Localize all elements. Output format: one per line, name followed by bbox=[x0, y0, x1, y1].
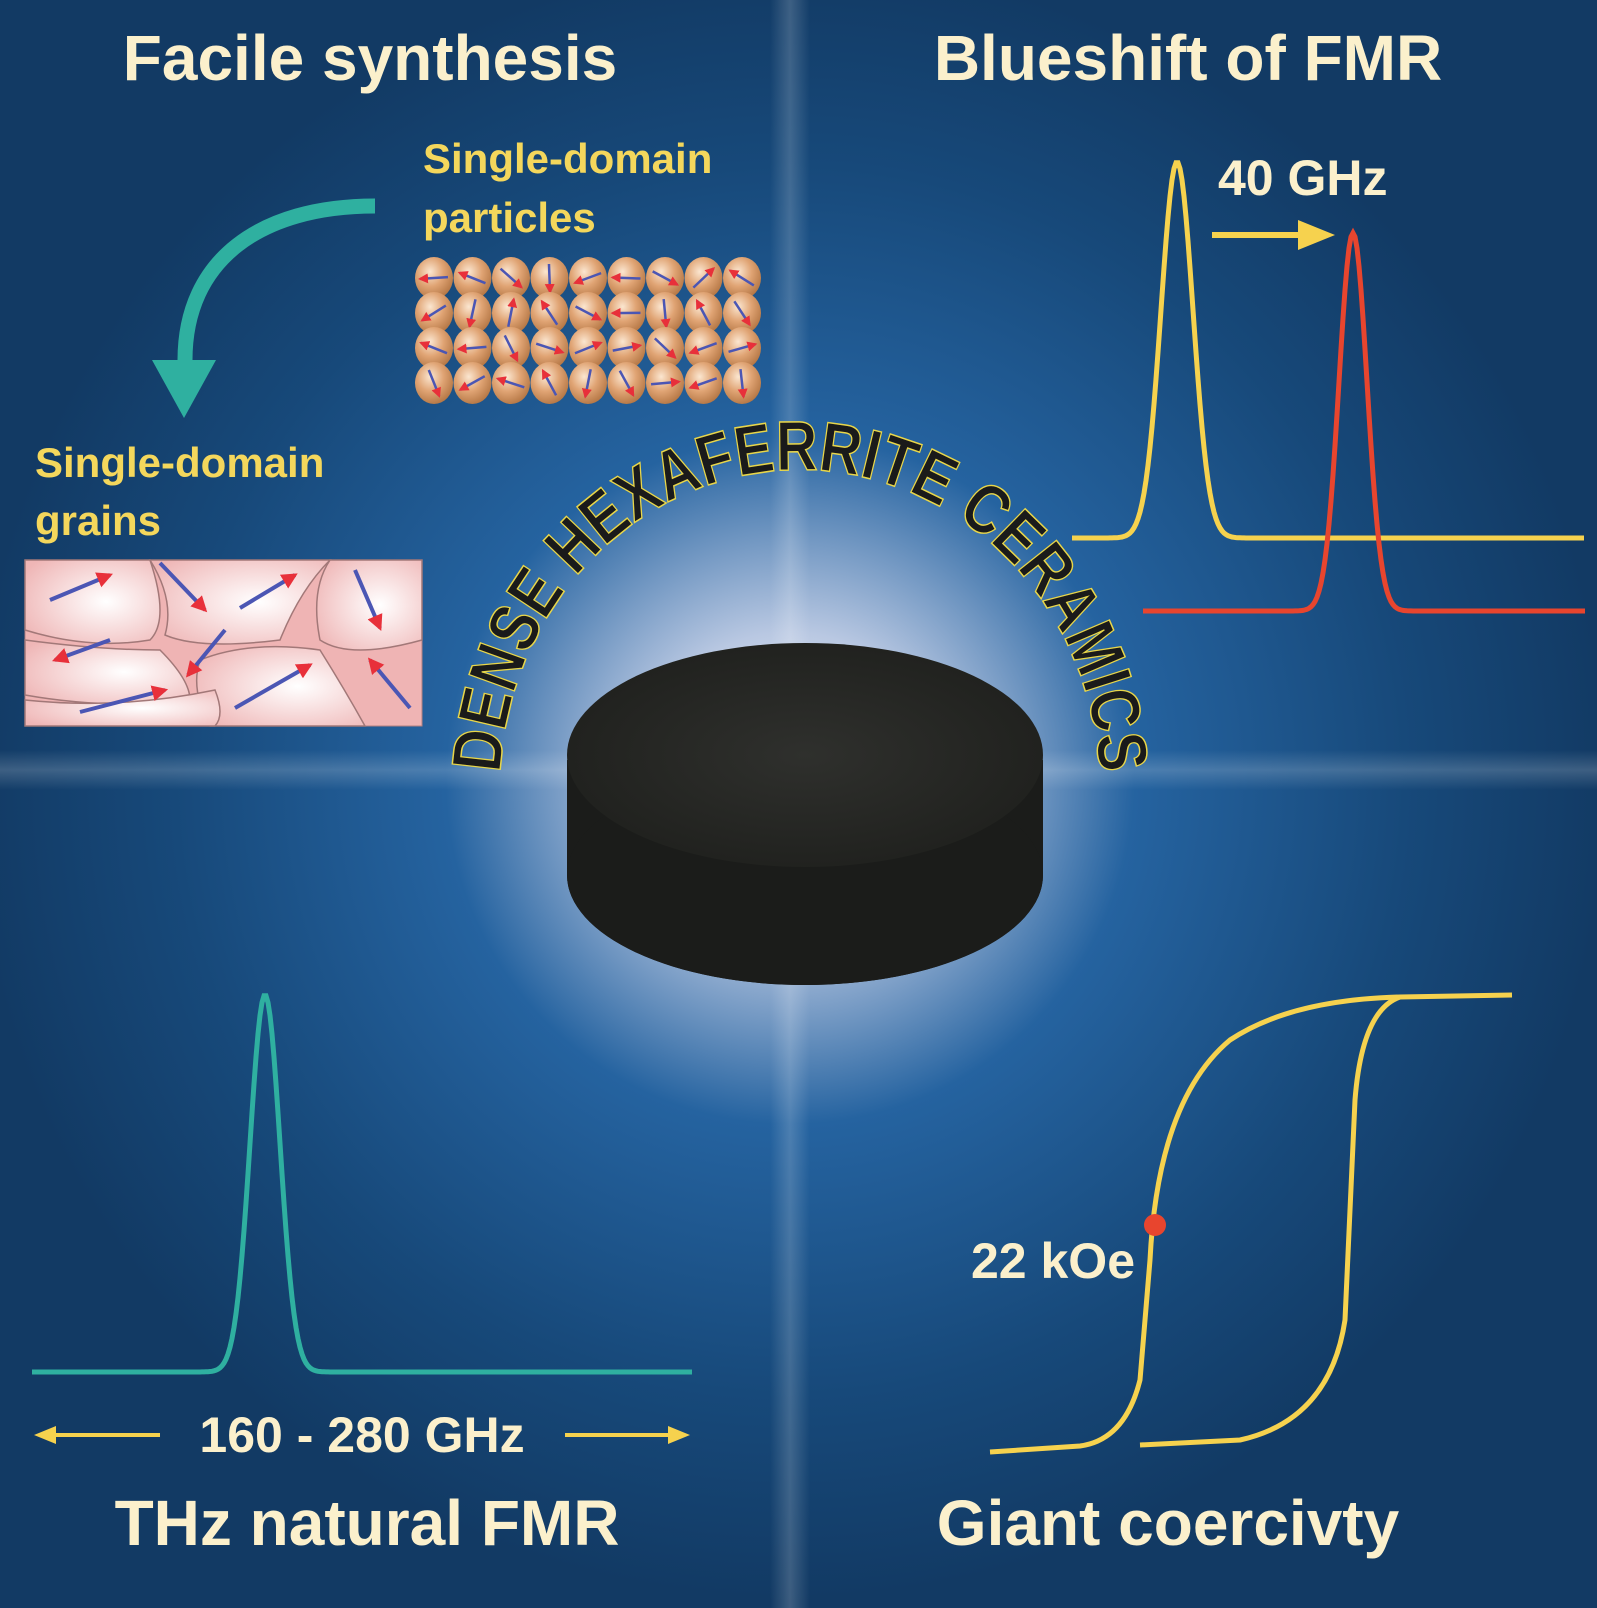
magnetization-arrow bbox=[457, 271, 486, 285]
magnetization-arrow bbox=[612, 341, 643, 352]
magnetization-arrow bbox=[573, 271, 602, 285]
fmr-peak-after bbox=[1143, 227, 1585, 614]
title-facile-synthesis: Facile synthesis bbox=[123, 22, 617, 94]
coercivity-value: 22 kOe bbox=[971, 1233, 1135, 1289]
magnetization-arrow bbox=[652, 270, 680, 286]
single-domain-particles bbox=[415, 257, 761, 404]
teal-process-arrow bbox=[152, 198, 376, 418]
magnetization-arrow bbox=[695, 298, 712, 326]
grains-label-line2: grains bbox=[35, 497, 161, 544]
magnetization-arrow bbox=[581, 369, 592, 399]
magnetization-arrow bbox=[653, 337, 677, 360]
thz-fmr-peak bbox=[32, 993, 692, 1375]
magnetization-arrow bbox=[650, 377, 681, 388]
shift-arrow bbox=[1212, 220, 1335, 250]
ceramic-disk bbox=[567, 643, 1043, 985]
particles-label-line2: particles bbox=[423, 194, 596, 241]
grains-label-line1: Single-domain bbox=[35, 439, 324, 486]
magnetization-arrow bbox=[466, 299, 477, 329]
single-domain-grains bbox=[24, 559, 423, 727]
magnetization-arrow bbox=[728, 269, 755, 287]
magnetization-arrow bbox=[418, 273, 449, 284]
magnetization-arrow bbox=[618, 370, 635, 398]
magnetization-arrow bbox=[499, 267, 523, 289]
magnetization-arrow bbox=[688, 342, 718, 355]
magnetization-arrow bbox=[419, 341, 448, 355]
hysteresis-loop bbox=[989, 992, 1513, 1455]
magnetization-arrow bbox=[535, 342, 565, 355]
magnetization-arrow bbox=[692, 266, 716, 289]
particles-label-line1: Single-domain bbox=[423, 135, 712, 182]
magnetization-arrow bbox=[507, 297, 518, 327]
magnetization-arrow bbox=[575, 305, 603, 321]
magnetization-arrow bbox=[660, 298, 671, 329]
magnetization-arrow bbox=[541, 368, 558, 396]
magnetization-arrow bbox=[420, 304, 447, 322]
magnetization-arrow bbox=[688, 377, 718, 390]
shift-value: 40 GHz bbox=[1218, 150, 1388, 206]
frequency-range: 160 - 280 GHz bbox=[199, 1407, 524, 1463]
magnetization-arrow bbox=[544, 263, 555, 294]
magnetization-arrow bbox=[427, 369, 441, 398]
magnetization-arrow bbox=[458, 375, 486, 391]
magnetization-arrow bbox=[610, 272, 641, 283]
range-arrows bbox=[34, 1426, 690, 1444]
magnetization-arrow bbox=[456, 343, 487, 354]
magnetization-arrow bbox=[737, 368, 748, 399]
magnetization-arrow bbox=[733, 300, 751, 327]
title-giant-coercivity: Giant coercivty bbox=[937, 1487, 1400, 1559]
magnetization-arrow bbox=[574, 341, 603, 355]
magnetization-arrow bbox=[728, 341, 758, 354]
magnetization-arrow bbox=[540, 299, 559, 326]
coercivity-point bbox=[1144, 1214, 1166, 1236]
magnetization-arrow bbox=[503, 334, 519, 363]
title-blueshift: Blueshift of FMR bbox=[934, 22, 1442, 94]
title-thz-fmr: THz natural FMR bbox=[115, 1487, 620, 1559]
magnetization-arrow bbox=[495, 376, 525, 389]
